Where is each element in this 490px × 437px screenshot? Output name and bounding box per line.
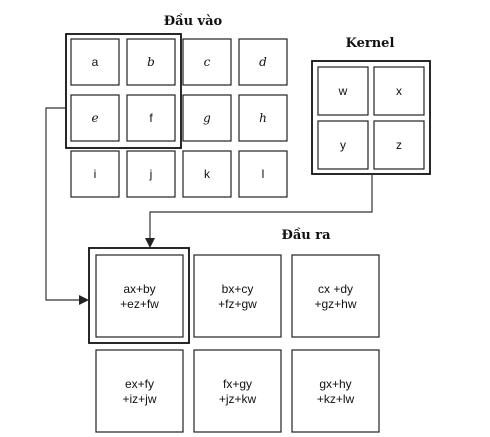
output-cell-line2: +gz+hw xyxy=(314,297,356,311)
output-cell-line2: +kz+lw xyxy=(317,392,355,406)
output-cell xyxy=(291,254,380,338)
output-cell-line1: gx+hy xyxy=(319,377,351,391)
input-arrow-head xyxy=(79,295,89,305)
kernel-frame xyxy=(311,60,431,175)
kernel-title: Kernel xyxy=(346,36,395,51)
output-cell-line1: bx+cy xyxy=(222,282,254,296)
output-cell xyxy=(95,349,184,433)
input-cell-label: e xyxy=(91,111,98,125)
output-cell-highlight xyxy=(88,247,190,344)
input-cell xyxy=(70,150,120,198)
kernel-cell-label: w xyxy=(338,84,348,98)
output-cell xyxy=(291,349,380,433)
input-cell xyxy=(238,38,288,86)
input-cell xyxy=(70,38,120,86)
kernel-cell xyxy=(317,120,369,170)
input-cell-label: a xyxy=(92,55,99,69)
input-title: Đầu vào xyxy=(164,13,223,29)
kernel-cell-label: x xyxy=(396,84,402,98)
output-cell-line1: cx +dy xyxy=(318,282,353,296)
output-cell-line2: +jz+kw xyxy=(219,392,257,406)
output-cell-line1: fx+gy xyxy=(223,377,252,391)
input-cell-label: g xyxy=(203,111,211,125)
input-window-highlight xyxy=(65,33,182,149)
kernel-cell xyxy=(373,66,425,116)
input-cell-label: j xyxy=(149,167,153,181)
output-cell xyxy=(193,254,282,338)
input-cell-label: k xyxy=(204,167,211,181)
kernel-arrow-head xyxy=(145,238,155,248)
output-title: Đầu ra xyxy=(281,227,331,243)
kernel-cell-label: z xyxy=(396,138,402,152)
input-cell xyxy=(182,150,232,198)
input-cell-label: i xyxy=(94,167,97,181)
output-cell xyxy=(193,349,282,433)
output-cell-line1: ex+fy xyxy=(125,377,154,391)
kernel-cell xyxy=(317,66,369,116)
output-cell-line2: +fz+gw xyxy=(218,297,257,311)
input-cell-label: b xyxy=(147,55,155,69)
kernel-to-output-arrow xyxy=(149,174,373,238)
input-cell xyxy=(126,94,176,142)
output-cell-line2: +ez+fw xyxy=(120,297,159,311)
kernel-cell xyxy=(373,120,425,170)
input-grid: a b c d e f g h i j k l xyxy=(70,38,288,198)
input-cell xyxy=(182,38,232,86)
kernel-cell-label: y xyxy=(340,138,346,152)
input-cell-label: h xyxy=(259,111,267,125)
output-cell-line1: ax+by xyxy=(123,282,155,296)
input-cell-label: d xyxy=(259,55,267,69)
input-cell xyxy=(182,94,232,142)
input-cell xyxy=(70,94,120,142)
input-cell xyxy=(238,150,288,198)
input-cell xyxy=(238,94,288,142)
input-cell-label: c xyxy=(204,55,211,69)
input-cell xyxy=(126,38,176,86)
input-cell xyxy=(126,150,176,198)
input-cell-label: l xyxy=(262,167,265,181)
kernel-grid: w x y z xyxy=(317,66,425,170)
input-to-output-arrow xyxy=(45,107,80,301)
output-cell xyxy=(95,254,184,338)
input-cell-label: f xyxy=(149,111,153,125)
output-cell-line2: +iz+jw xyxy=(122,392,156,406)
